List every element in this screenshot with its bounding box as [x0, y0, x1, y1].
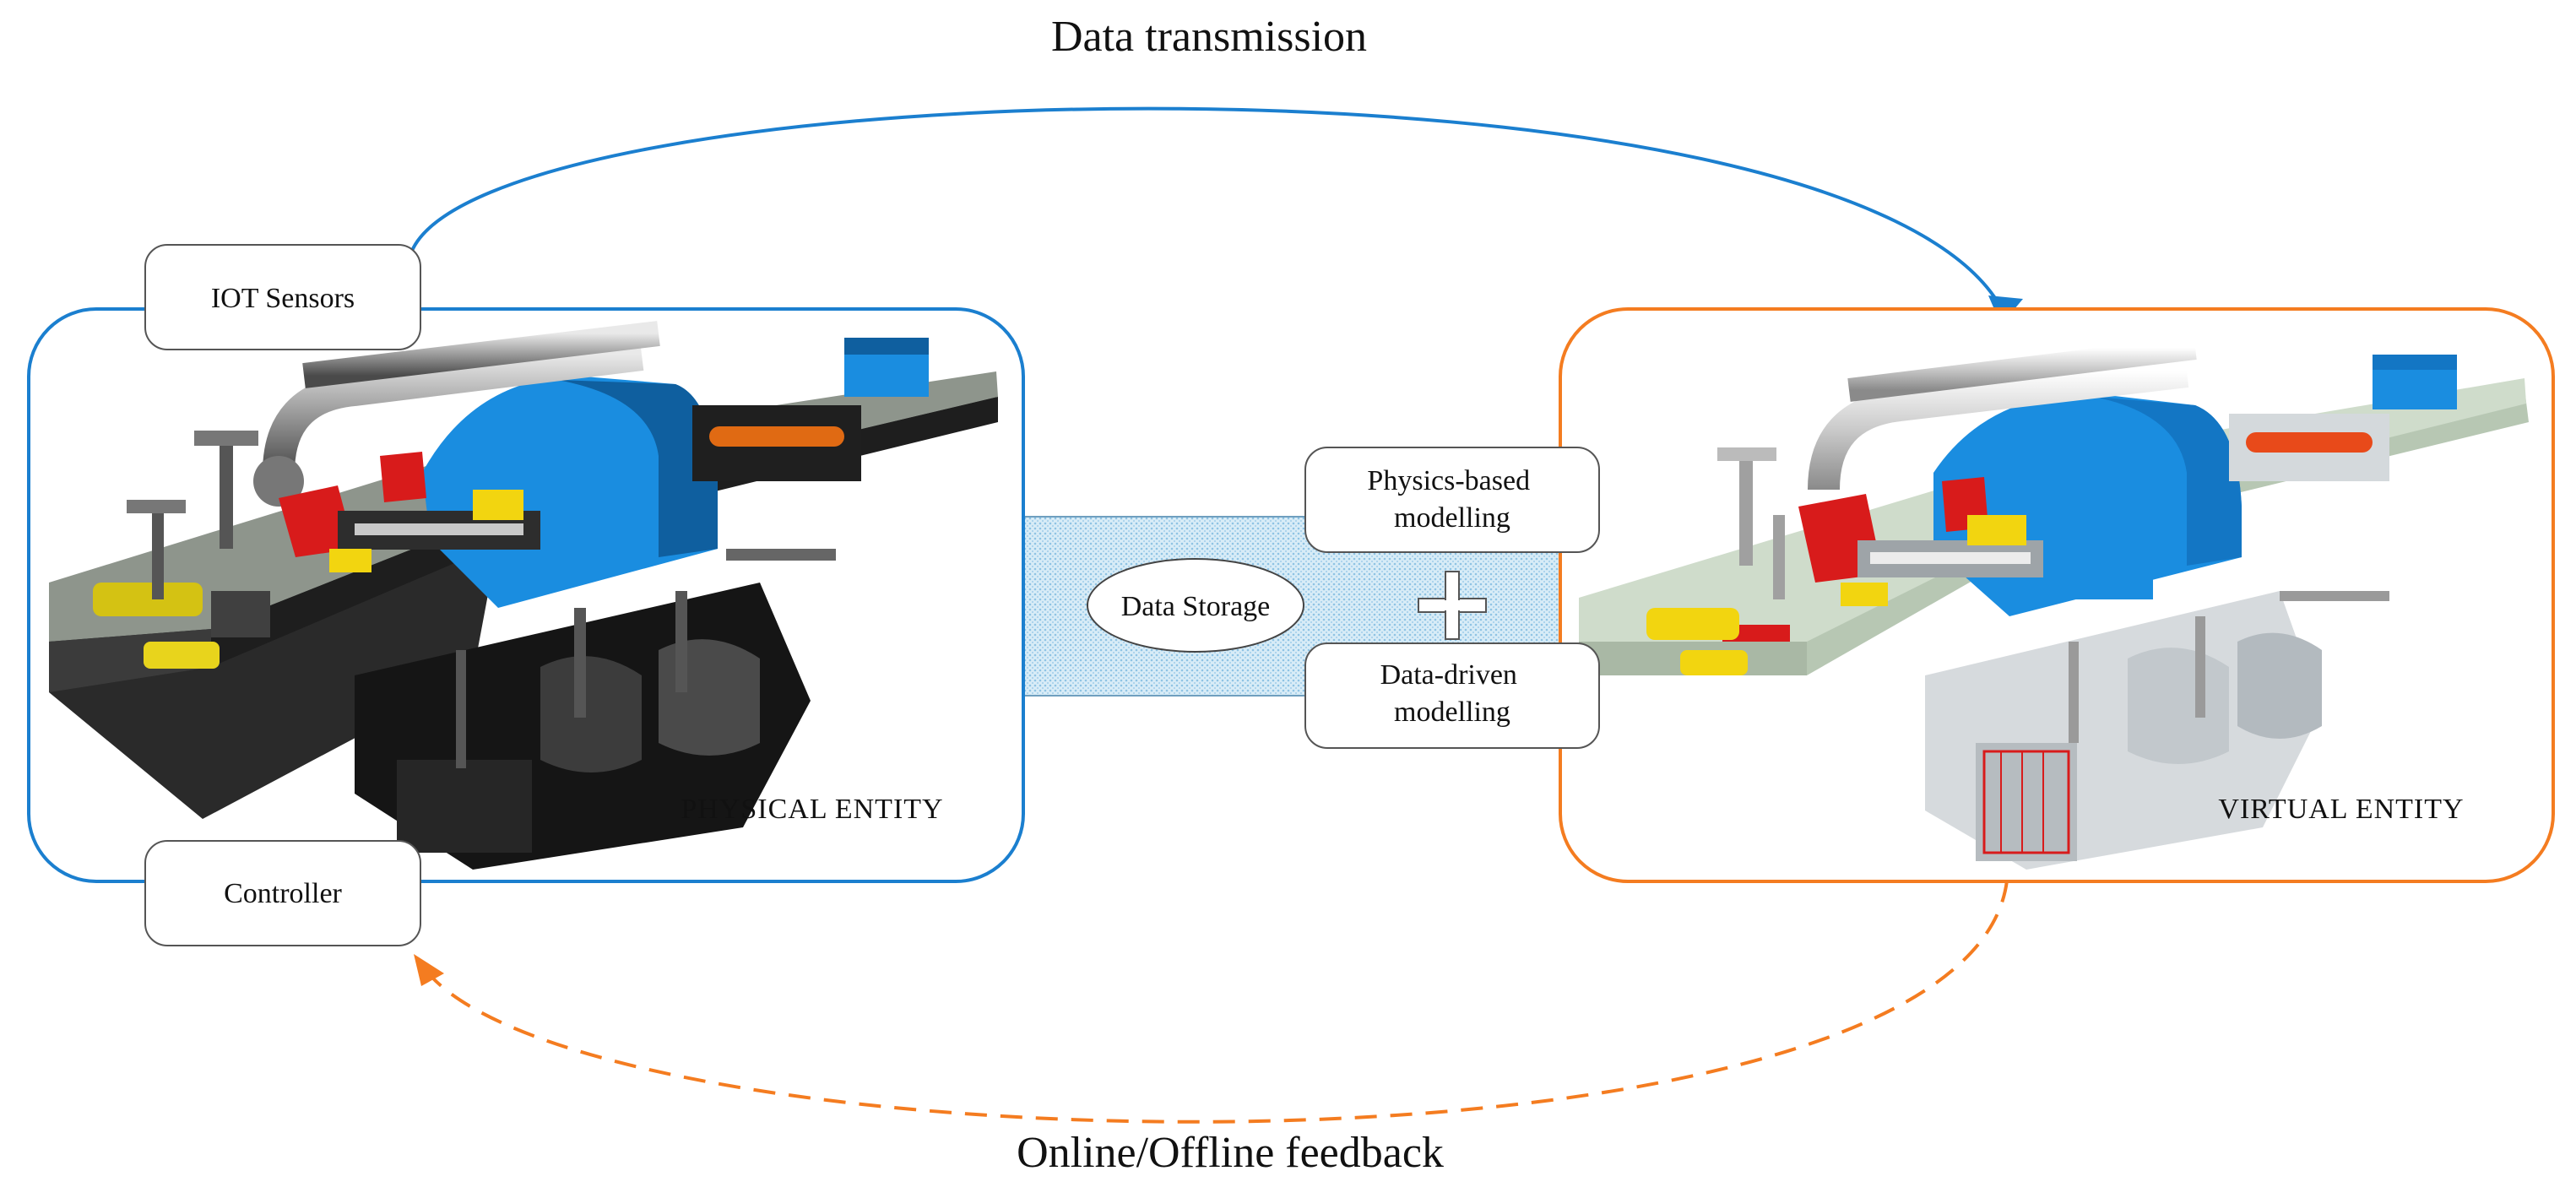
data-transmission-label: Data transmission [1051, 13, 1367, 61]
controller-box [144, 840, 421, 946]
virtual-turbine-illustration [1579, 336, 2529, 870]
data-storage-label: Data Storage [1121, 591, 1271, 622]
data-transmission-arrow [409, 106, 2004, 312]
iot-sensors-box [144, 244, 421, 350]
feedback-arrowhead [414, 954, 444, 986]
physics-modelling-line1: Physics-based [1367, 465, 1530, 496]
iot-sensors-label: IOT Sensors [211, 283, 355, 314]
plus-symbol [1418, 571, 1487, 640]
physical-turbine-illustration [49, 321, 998, 870]
feedback-arrow [425, 880, 2009, 1124]
controller-label: Controller [224, 878, 342, 909]
data-driven-modelling-line2: modelling [1394, 697, 1510, 728]
virtual-entity-label: VIRTUAL ENTITY [2218, 794, 2464, 825]
data-driven-modelling-box [1304, 642, 1600, 749]
data-storage-node [1087, 558, 1304, 653]
data-driven-modelling-label: Data-driven modelling [1380, 659, 1525, 728]
physics-modelling-label: Physics-based modelling [1367, 465, 1537, 534]
feedback-label: Online/Offline feedback [1017, 1129, 1444, 1177]
physical-entity-label: PHYSICAL ENTITY [681, 794, 943, 825]
physics-modelling-box [1304, 447, 1600, 553]
data-driven-modelling-line1: Data-driven [1380, 659, 1517, 691]
physics-modelling-line2: modelling [1394, 502, 1510, 534]
